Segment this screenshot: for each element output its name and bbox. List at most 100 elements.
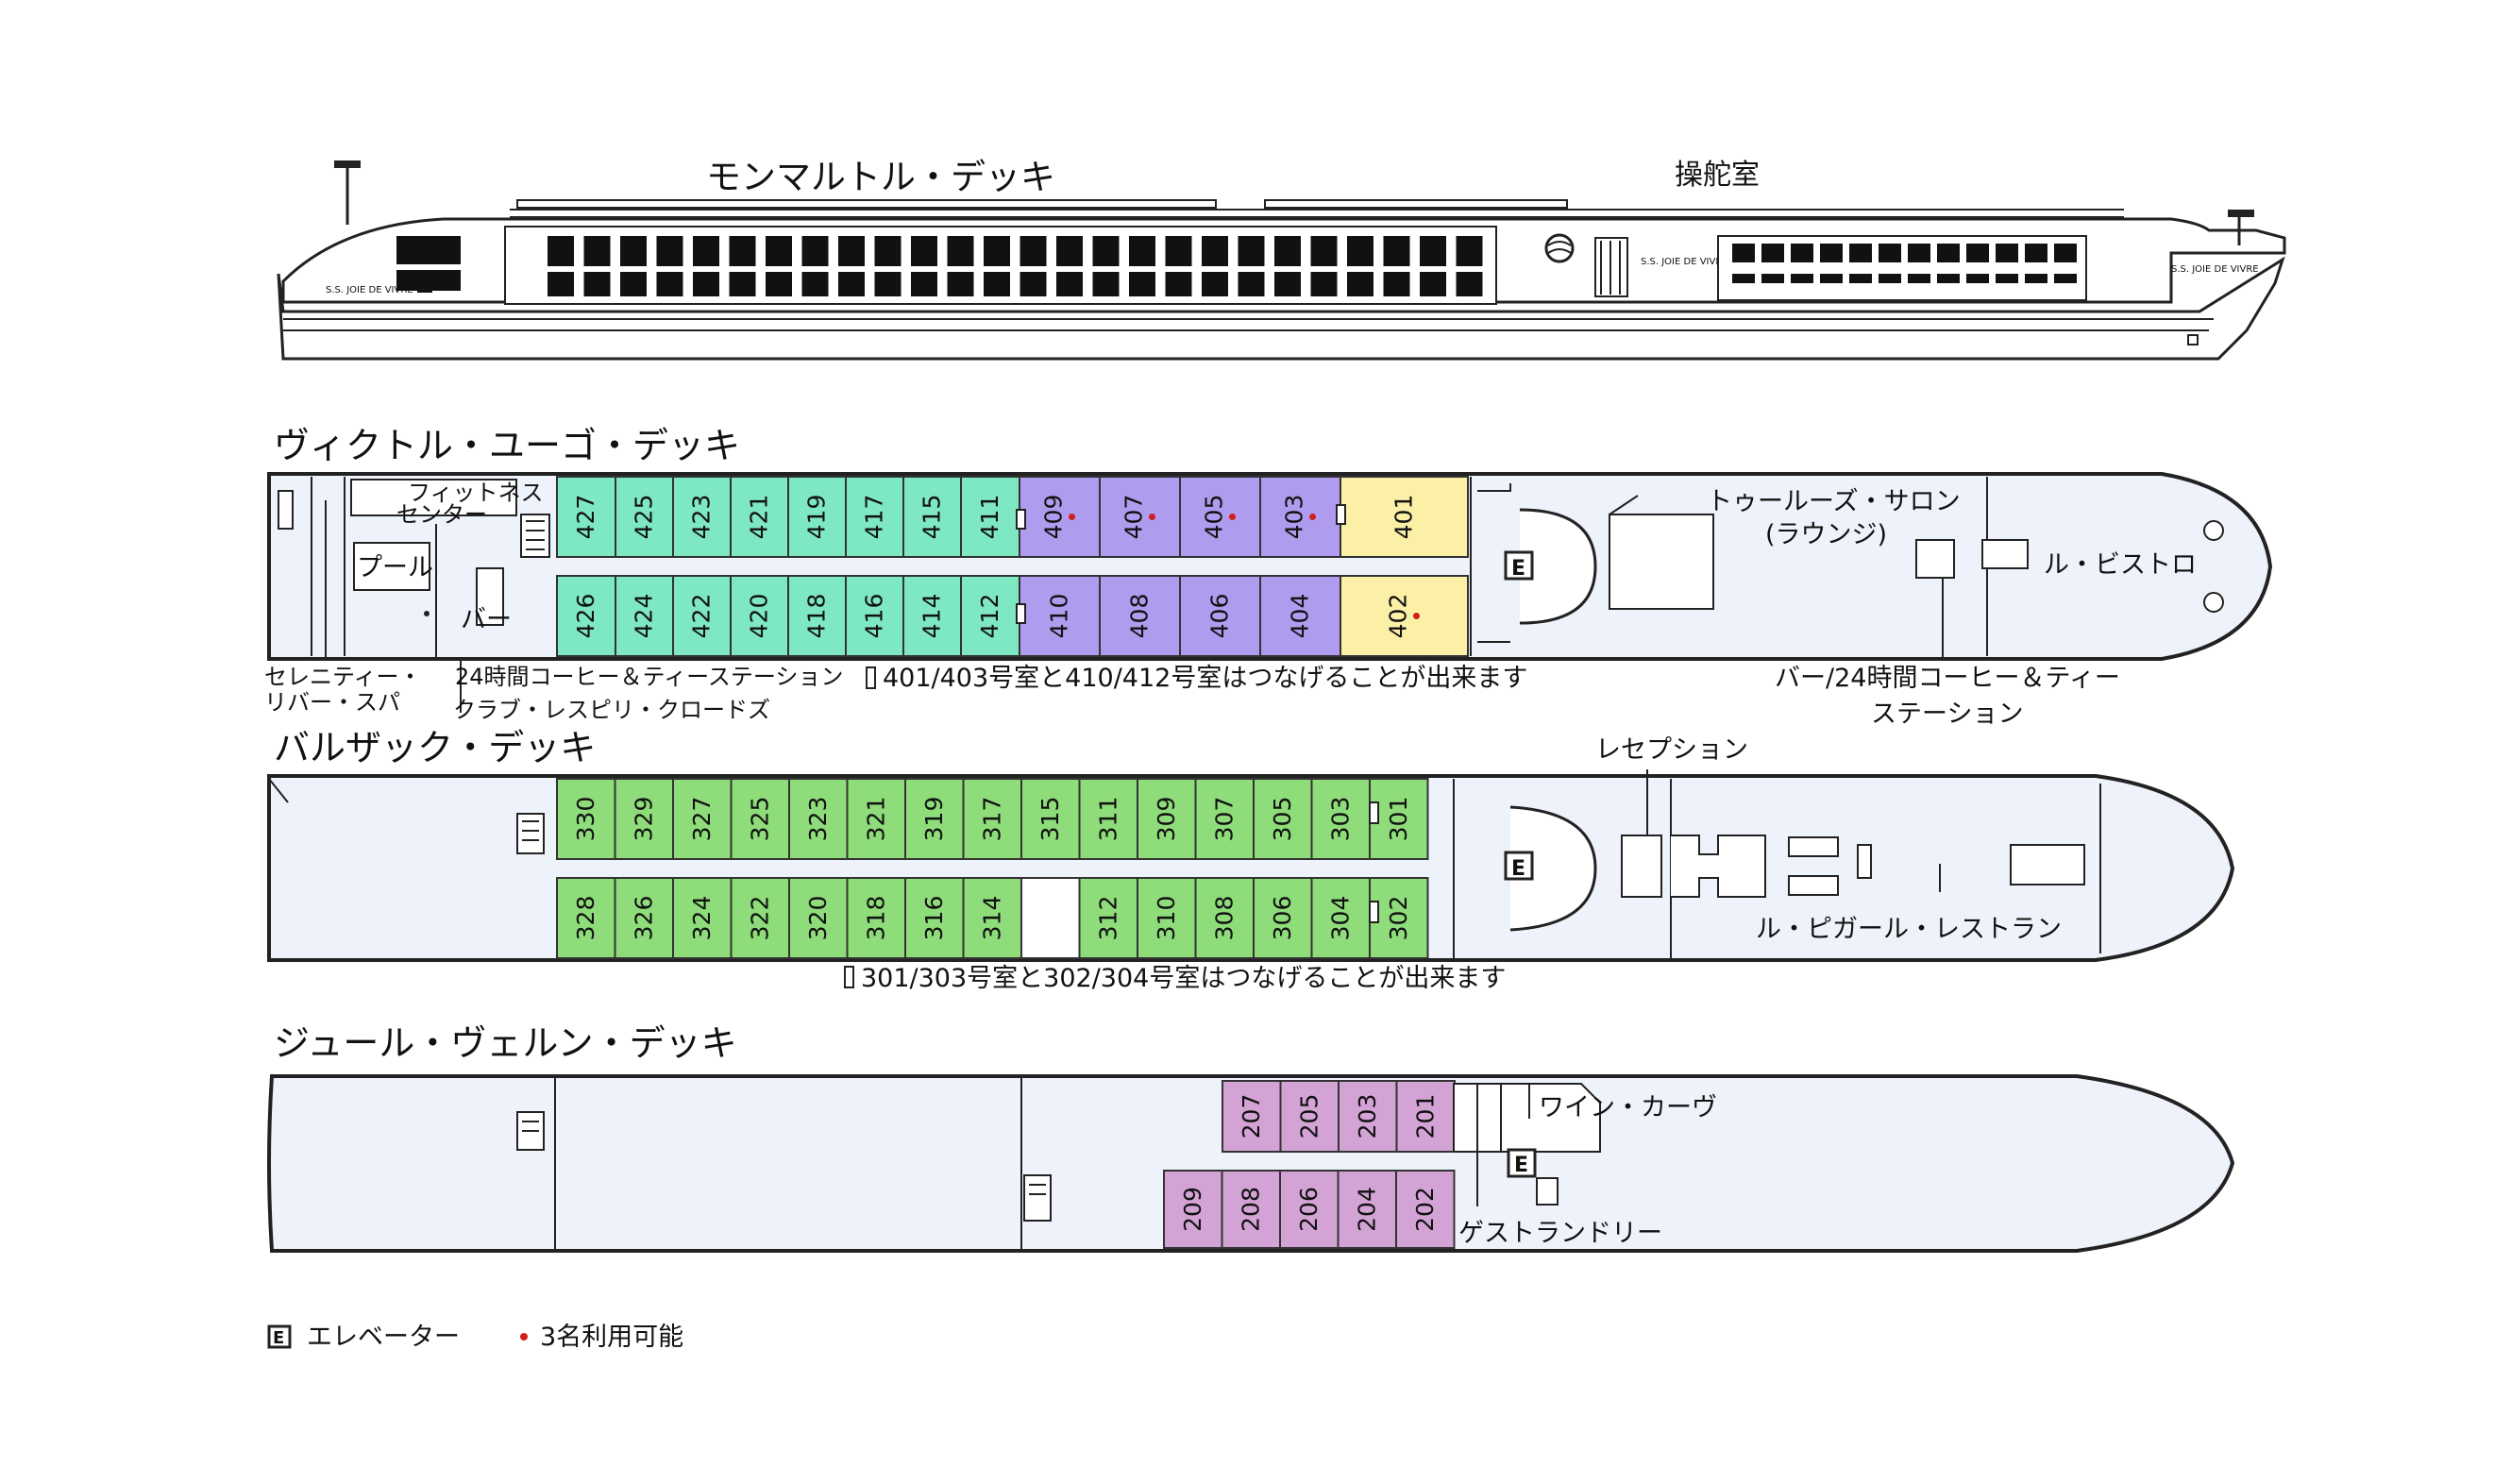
cabin-412[interactable]: 412 <box>960 575 1020 657</box>
cabin-310[interactable]: 310 <box>1137 877 1197 959</box>
cabin-number: 204 <box>1353 1187 1380 1232</box>
cabin-323[interactable]: 323 <box>788 778 849 860</box>
cabin-427[interactable]: 427 <box>556 476 616 558</box>
cabin-419[interactable]: 419 <box>787 476 847 558</box>
cabin-302[interactable]: 302 <box>1369 877 1429 959</box>
legend-elevator-label: エレベーター <box>307 1323 460 1352</box>
cabin-number: 421 <box>746 495 773 540</box>
cabin-number: 426 <box>572 594 599 639</box>
cabin-318[interactable]: 318 <box>846 877 906 959</box>
cabin-328[interactable]: 328 <box>556 877 616 959</box>
cabin-402[interactable]: 402 <box>1340 575 1469 657</box>
cabin-307[interactable]: 307 <box>1194 778 1255 860</box>
cabin-408[interactable]: 408 <box>1099 575 1181 657</box>
cabin-201[interactable]: 201 <box>1395 1080 1456 1153</box>
cabin-305[interactable]: 305 <box>1253 778 1313 860</box>
cabin-205[interactable]: 205 <box>1279 1080 1340 1153</box>
coffee-callout: 24時間コーヒー＆ティーステーション <box>455 664 843 690</box>
cabin-406[interactable]: 406 <box>1179 575 1261 657</box>
cabin-423[interactable]: 423 <box>672 476 732 558</box>
cabin-207[interactable]: 207 <box>1222 1080 1282 1153</box>
cabin-420[interactable]: 420 <box>730 575 789 657</box>
cabin-number: 201 <box>1411 1094 1439 1139</box>
cabin-425[interactable]: 425 <box>615 476 674 558</box>
cabin-421[interactable]: 421 <box>730 476 789 558</box>
cabin-405[interactable]: 405 <box>1179 476 1261 558</box>
cabin-317[interactable]: 317 <box>962 778 1022 860</box>
cabin-304[interactable]: 304 <box>1310 877 1371 959</box>
cabin-number: 301 <box>1385 797 1412 842</box>
cabin-416[interactable]: 416 <box>845 575 904 657</box>
cabin-number: 203 <box>1354 1094 1381 1139</box>
cabin-number: 427 <box>572 495 599 540</box>
cabin-330[interactable]: 330 <box>556 778 616 860</box>
cabin-number: 411 <box>976 495 1003 540</box>
cabin-320[interactable]: 320 <box>788 877 849 959</box>
cabin-329[interactable]: 329 <box>614 778 674 860</box>
cabin-208[interactable]: 208 <box>1221 1170 1281 1249</box>
cabin-203[interactable]: 203 <box>1338 1080 1398 1153</box>
cabin-322[interactable]: 322 <box>730 877 790 959</box>
cabin-303[interactable]: 303 <box>1310 778 1371 860</box>
cabin-426[interactable]: 426 <box>556 575 616 657</box>
cabin-number: 419 <box>803 495 831 540</box>
cabin-411[interactable]: 411 <box>960 476 1020 558</box>
legend-triple-label: 3名利用可能 <box>540 1323 683 1352</box>
cabin-number: 316 <box>920 896 948 941</box>
cabin-309[interactable]: 309 <box>1137 778 1197 860</box>
wine-cellar <box>1453 1083 1601 1153</box>
cabin-number: 311 <box>1094 797 1121 842</box>
cabin-316[interactable]: 316 <box>904 877 965 959</box>
cabin-401[interactable]: 401 <box>1340 476 1469 558</box>
cabin-308[interactable]: 308 <box>1194 877 1255 959</box>
cabin-424[interactable]: 424 <box>615 575 674 657</box>
club-callout: クラブ・レスピリ・クロードズ <box>453 697 770 723</box>
triple-occupancy-dot-icon <box>1149 514 1155 520</box>
restaurant-label: ル・ピガール・レストラン <box>1756 915 2062 944</box>
montmartre-deck-label: モンマルトル・デッキ <box>706 157 1055 197</box>
triple-occupancy-dot-icon <box>1309 514 1316 520</box>
lower-windows <box>548 272 1483 296</box>
cabin-414[interactable]: 414 <box>902 575 962 657</box>
cabin-404[interactable]: 404 <box>1259 575 1341 657</box>
cabin-315[interactable]: 315 <box>1020 778 1081 860</box>
cabin-number: 324 <box>688 896 716 941</box>
cabin-number: 409 <box>1040 495 1068 540</box>
triple-occupancy-dot-icon <box>1229 514 1236 520</box>
cabin-202[interactable]: 202 <box>1395 1170 1456 1249</box>
cabin-311[interactable]: 311 <box>1078 778 1138 860</box>
cabin-306[interactable]: 306 <box>1253 877 1313 959</box>
cabin-403[interactable]: 403 <box>1259 476 1341 558</box>
bistro-bar <box>1915 539 1955 579</box>
cabin-number: 403 <box>1281 495 1308 540</box>
cabin-204[interactable]: 204 <box>1337 1170 1397 1249</box>
upper-windows <box>548 236 1483 266</box>
cabin-422[interactable]: 422 <box>672 575 732 657</box>
cabin-312[interactable]: 312 <box>1078 877 1138 959</box>
cabin-324[interactable]: 324 <box>672 877 733 959</box>
bar-coffee-callout-1: バー/24時間コーヒー＆ティー <box>1775 664 2120 693</box>
cabin-number: 309 <box>1153 797 1180 842</box>
cabin-415[interactable]: 415 <box>902 476 962 558</box>
cabin-326[interactable]: 326 <box>614 877 674 959</box>
cabin-number: 312 <box>1094 896 1121 941</box>
cabin-206[interactable]: 206 <box>1279 1170 1340 1249</box>
cabin-407[interactable]: 407 <box>1099 476 1181 558</box>
cabin-319[interactable]: 319 <box>904 778 965 860</box>
cabin-314[interactable]: 314 <box>962 877 1022 959</box>
cabin-321[interactable]: 321 <box>846 778 906 860</box>
cabin-409[interactable]: 409 <box>1019 476 1101 558</box>
cabin-325[interactable]: 325 <box>730 778 790 860</box>
cabin-number: 314 <box>978 896 1005 941</box>
cabin-417[interactable]: 417 <box>845 476 904 558</box>
cabin-410[interactable]: 410 <box>1019 575 1101 657</box>
cabin-418[interactable]: 418 <box>787 575 847 657</box>
ship-name-bow: S.S. JOIE DE VIVRE <box>2171 264 2259 275</box>
cabin-209[interactable]: 209 <box>1163 1170 1223 1249</box>
cabin-327[interactable]: 327 <box>672 778 733 860</box>
deck3-service-space <box>1020 877 1081 959</box>
cabin-301[interactable]: 301 <box>1369 778 1429 860</box>
